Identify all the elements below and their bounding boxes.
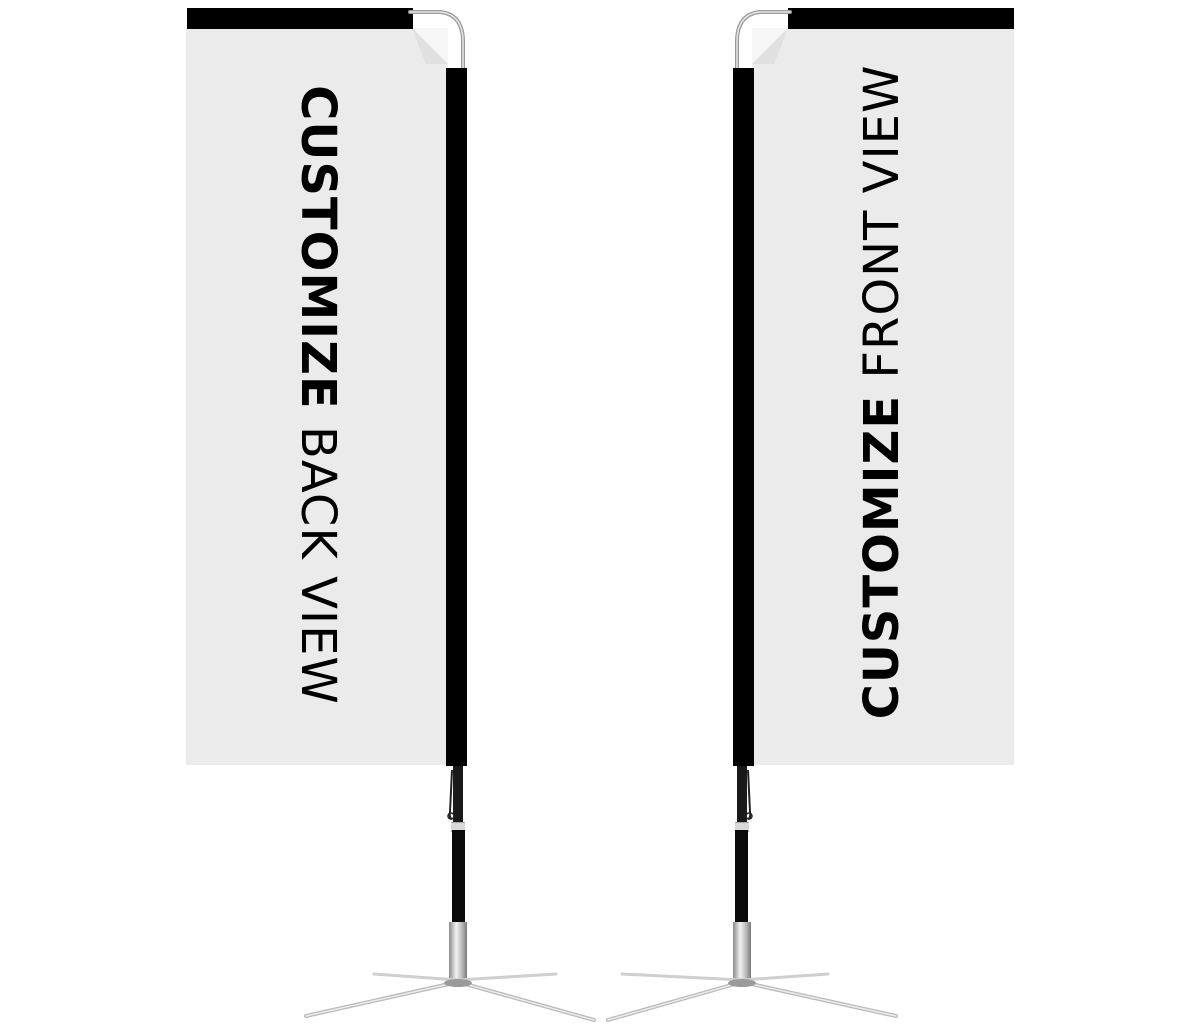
top-sleeve-front (788, 8, 1014, 29)
tension-cord-back (447, 769, 455, 820)
pole-tip-front (735, 10, 792, 70)
pole-upper-back (453, 766, 463, 822)
pole-lower-back (452, 830, 465, 922)
fold-corner-front (752, 28, 788, 64)
pole-sleeve-front (733, 68, 754, 766)
cross-base-back (304, 972, 596, 1022)
base-collar-back (449, 922, 467, 982)
tension-cord-front (745, 769, 753, 820)
flag-fabric-front[interactable] (752, 28, 1014, 765)
flag-fabric-back[interactable] (186, 28, 448, 765)
pole-upper-front (737, 766, 747, 822)
top-sleeve-back (187, 8, 413, 29)
pole-sleeve-back (446, 68, 467, 766)
flag-back-view[interactable]: CUSTOMIZE BACK VIEW (0, 0, 600, 1024)
cross-base-front (606, 972, 898, 1022)
fold-corner-back (412, 28, 448, 64)
pole-tip-back (408, 10, 465, 70)
flag-front-view[interactable]: CUSTOMIZE FRONT VIEW (600, 0, 1200, 1024)
pole-lower-front (735, 830, 748, 922)
base-collar-front (733, 922, 751, 982)
